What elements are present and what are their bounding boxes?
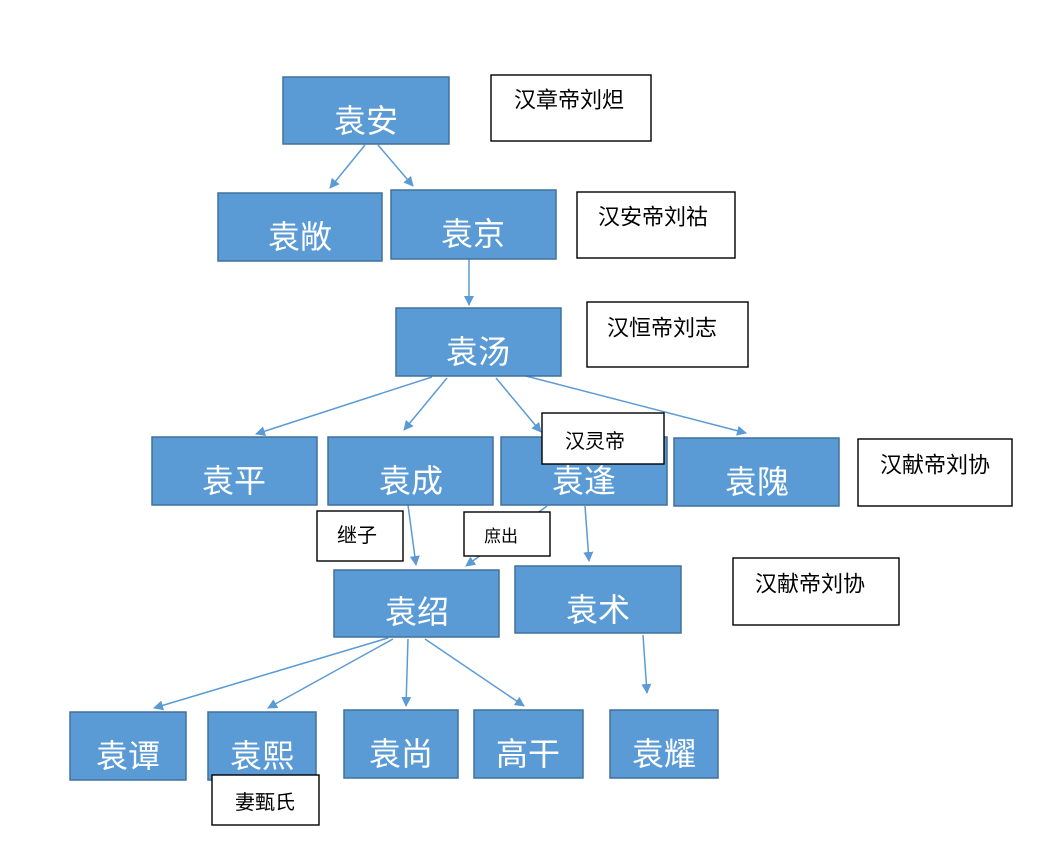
person-label: 袁绍	[385, 593, 449, 631]
note-emperor-an: 汉安帝刘祜	[576, 191, 736, 259]
person-label: 袁隗	[725, 463, 789, 501]
person-label: 袁耀	[632, 735, 696, 773]
note-label: 继子	[337, 523, 377, 547]
edge-yuan-tang-to-yuan-ping	[255, 376, 433, 436]
person-label: 袁成	[379, 462, 443, 500]
person-label: 袁术	[566, 591, 630, 629]
person-yuan-cheng[interactable]: 袁成	[327, 436, 494, 506]
edge-yuan-tang-to-yuan-feng	[495, 377, 542, 433]
edge-yuan-shao-to-gao-gan	[424, 638, 525, 707]
edge-yuan-shu-to-yuan-yao	[641, 634, 652, 694]
edge-yuan-tang-to-yuan-wei	[521, 374, 747, 436]
note-label: 汉章帝刘炟	[514, 89, 624, 114]
note-emperor-ling: 汉灵帝	[541, 412, 665, 465]
note-concubine-born: 庶出	[463, 511, 551, 557]
person-yuan-shao[interactable]: 袁绍	[333, 569, 500, 638]
note-label: 庶出	[484, 527, 518, 547]
person-label: 袁敞	[268, 218, 332, 256]
person-gao-gan[interactable]: 高干	[473, 709, 584, 779]
person-yuan-yao[interactable]: 袁耀	[609, 709, 719, 779]
note-label: 汉恒帝刘志	[607, 317, 717, 342]
person-yuan-chang[interactable]: 袁敞	[217, 192, 383, 262]
person-yuan-jing[interactable]: 袁京	[390, 189, 557, 260]
person-yuan-tan[interactable]: 袁谭	[69, 711, 187, 781]
note-adopted-son: 继子	[316, 510, 404, 562]
note-emperor-zhang: 汉章帝刘炟	[490, 74, 652, 142]
edge-yuan-shao-to-yuan-xi	[267, 638, 394, 709]
person-label: 袁谭	[96, 737, 160, 775]
annotation-notes: 汉章帝刘炟 汉安帝刘祜 汉恒帝刘志 汉献帝刘协 汉献帝刘协 汉灵帝 继子 庶出	[211, 74, 1013, 826]
note-emperor-xian-1: 汉献帝刘协	[857, 438, 1013, 507]
person-label: 袁熙	[230, 737, 294, 775]
person-label: 袁平	[202, 462, 266, 500]
person-yuan-shu[interactable]: 袁术	[514, 565, 682, 634]
note-label: 汉安帝刘祜	[598, 206, 708, 231]
person-label: 袁安	[334, 102, 398, 140]
note-wife-zhen: 妻甄氏	[211, 774, 320, 826]
person-label: 高干	[496, 735, 560, 773]
person-yuan-an[interactable]: 袁安	[282, 76, 450, 145]
edges	[153, 144, 747, 711]
note-emperor-xian-2: 汉献帝刘协	[732, 557, 900, 626]
person-label: 袁尚	[369, 735, 433, 773]
edge-yuan-an-to-yuan-chang	[329, 144, 366, 189]
person-yuan-wei[interactable]: 袁隗	[673, 437, 840, 507]
edge-yuan-shao-to-yuan-tan	[153, 637, 389, 711]
edge-yuan-tang-to-yuan-cheng	[403, 377, 448, 431]
edge-yuan-an-to-yuan-jing	[377, 144, 414, 187]
person-yuan-tang[interactable]: 袁汤	[395, 307, 562, 377]
note-label: 汉献帝刘协	[880, 454, 990, 479]
note-label: 妻甄氏	[235, 790, 295, 814]
person-label: 袁逢	[552, 462, 616, 500]
person-label: 袁汤	[446, 333, 510, 371]
person-nodes: 袁安 袁敞 袁京 袁汤 袁平 袁成 袁逢 袁隗	[69, 76, 840, 781]
note-emperor-huan: 汉恒帝刘志	[586, 301, 749, 368]
edge-yuan-shao-to-yuan-shang	[401, 638, 412, 707]
person-yuan-xi[interactable]: 袁熙	[207, 711, 317, 781]
person-yuan-ping[interactable]: 袁平	[151, 436, 318, 506]
note-label: 汉献帝刘协	[755, 573, 865, 598]
edge-yuan-cheng-to-yuan-shao	[407, 504, 420, 566]
note-label: 汉灵帝	[565, 429, 625, 453]
edge-yuan-feng-to-yuan-shu	[583, 505, 594, 562]
person-yuan-shang[interactable]: 袁尚	[343, 709, 459, 779]
person-label: 袁京	[441, 215, 505, 253]
